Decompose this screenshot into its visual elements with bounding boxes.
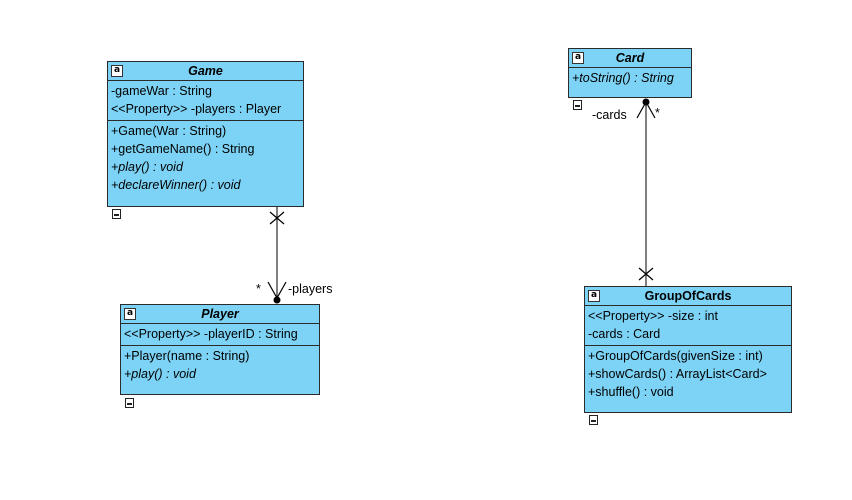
- player-class-header: a Player: [121, 305, 319, 324]
- group-end-x-marker: [638, 267, 654, 281]
- game-abstract-operation: +play() : void: [111, 160, 183, 174]
- player-attribute: <<Property>> -playerID : String: [124, 327, 298, 341]
- players-role-label: -players: [288, 282, 333, 296]
- group-of-cards-document-icon: [589, 415, 598, 425]
- card-abstract-operation: +toString() : String: [572, 71, 674, 85]
- group-of-cards-operation: +GroupOfCards(givenSize : int): [588, 349, 763, 363]
- game-attribute: <<Property>> -players : Player: [111, 102, 282, 116]
- group-of-cards-class-header: a GroupOfCards: [585, 287, 791, 306]
- game-attribute: -gameWar : String: [111, 84, 212, 98]
- group-of-cards-operation: +showCards() : ArrayList<Card>: [588, 367, 767, 381]
- game-class-header: a Game: [108, 62, 303, 81]
- player-document-icon: [125, 398, 134, 408]
- card-class-header: a Card: [569, 49, 691, 68]
- class-a-icon: a: [124, 308, 136, 320]
- group-of-cards-attribute: <<Property>> -size : int: [588, 309, 718, 323]
- game-document-icon: [112, 209, 121, 219]
- card-document-icon: [573, 100, 582, 110]
- player-operation: +Player(name : String): [124, 349, 250, 363]
- group-of-cards-attributes: <<Property>> -size : int -cards : Card: [585, 306, 791, 345]
- class-a-icon: a: [111, 65, 123, 77]
- player-abstract-operation: +play() : void: [124, 367, 196, 381]
- card-class-name: Card: [615, 51, 645, 65]
- game-operations: +Game(War : String) +getGameName() : Str…: [108, 120, 303, 196]
- group-of-cards-operations: +GroupOfCards(givenSize : int) +showCard…: [585, 345, 791, 403]
- game-operation: +getGameName() : String: [111, 142, 255, 156]
- player-class-name: Player: [201, 307, 239, 321]
- player-class[interactable]: a Player <<Property>> -playerID : String…: [120, 304, 320, 395]
- player-end-ownership-dot: [273, 296, 281, 304]
- game-class-name: Game: [188, 64, 223, 78]
- card-class[interactable]: a Card +toString() : String: [568, 48, 692, 98]
- group-of-cards-attribute: -cards : Card: [588, 327, 661, 341]
- group-of-cards-class-name: GroupOfCards: [644, 289, 732, 303]
- group-of-cards-operation: +shuffle() : void: [588, 385, 674, 399]
- card-end-ownership-dot: [642, 98, 650, 106]
- game-class[interactable]: a Game -gameWar : String <<Property>> -p…: [107, 61, 304, 207]
- class-a-icon: a: [572, 52, 584, 64]
- game-abstract-operation: +declareWinner() : void: [111, 178, 241, 192]
- card-operations: +toString() : String: [569, 68, 691, 89]
- players-multiplicity: *: [256, 282, 261, 296]
- cards-role-label: -cards: [592, 108, 627, 122]
- player-attributes: <<Property>> -playerID : String: [121, 324, 319, 345]
- player-operations: +Player(name : String) +play() : void: [121, 345, 319, 385]
- cards-multiplicity: *: [655, 106, 660, 120]
- game-end-x-marker: [269, 211, 285, 225]
- game-attributes: -gameWar : String <<Property>> -players …: [108, 81, 303, 120]
- game-operation: +Game(War : String): [111, 124, 227, 138]
- group-of-cards-class[interactable]: a GroupOfCards <<Property>> -size : int …: [584, 286, 792, 413]
- class-a-icon: a: [588, 290, 600, 302]
